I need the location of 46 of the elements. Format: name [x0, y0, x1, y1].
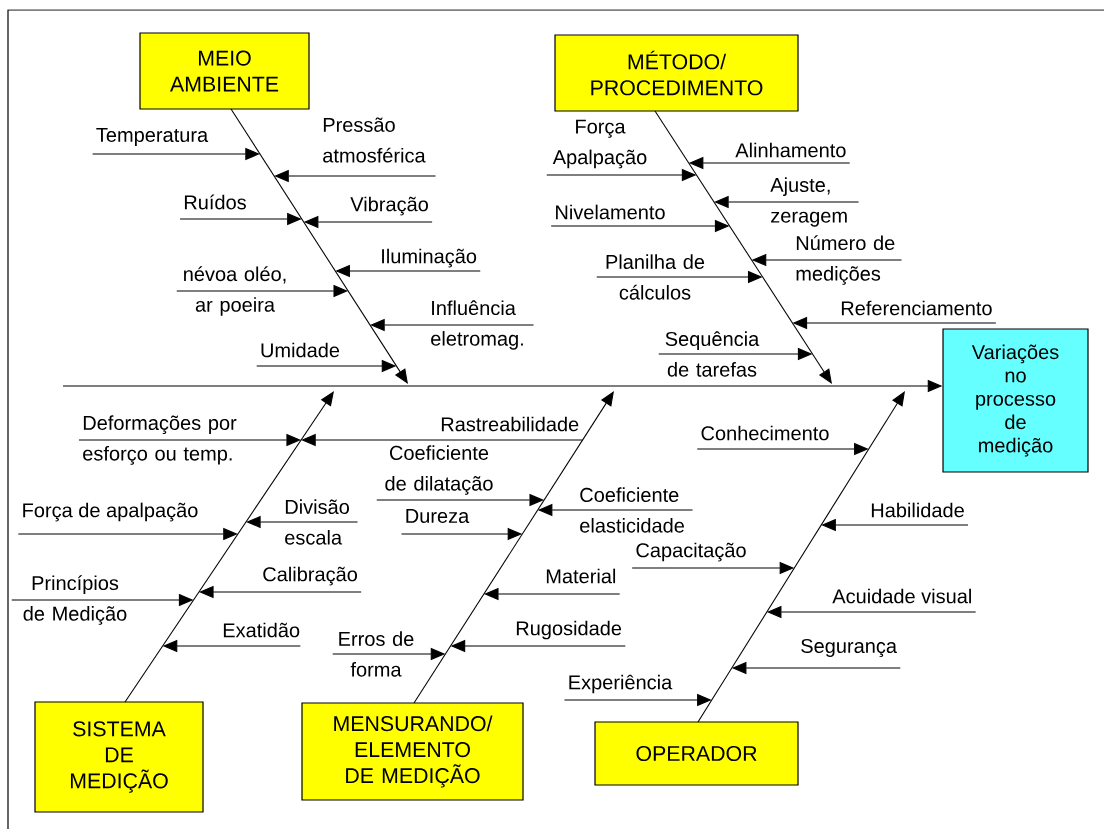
cause-label: Força de apalpação — [23, 502, 198, 522]
cause-label: Número de medições — [796, 235, 895, 285]
cause-label: Sequência de tarefas — [665, 331, 760, 377]
cause-label: Divisão escala — [285, 499, 349, 545]
cause-label: Temperatura — [96, 128, 209, 146]
cause-label: Conhecimento — [701, 425, 829, 441]
category-box: MENSURANDO/ ELEMENTO DE MEDIÇÃO — [301, 702, 524, 801]
cause-label: Iluminação — [382, 248, 477, 268]
cause-label: Calibração — [263, 566, 357, 586]
cause-label: Umidade — [261, 342, 340, 358]
category-arrow — [124, 391, 334, 703]
cause-label: Força Apalpação — [552, 119, 647, 169]
cause-label: Exatidão — [223, 622, 300, 638]
cause-label: névoa oléo, ar poeira — [184, 266, 286, 316]
cause-label: Coeficiente de dilatação — [385, 445, 493, 495]
cause-label: Rugosidade — [516, 620, 622, 640]
cause-label: Influência eletromag. — [431, 300, 523, 350]
cause-label: Vibração — [350, 196, 428, 216]
cause-label: Ajuste, zeragem — [770, 177, 847, 227]
cause-label: Habilidade — [871, 502, 964, 518]
cause-label: Dureza — [406, 509, 470, 523]
effect-box: Variações no processo de medição — [942, 328, 1089, 473]
cause-label: Erros de forma — [339, 631, 414, 677]
cause-label: Rastreabilidade — [441, 416, 579, 432]
cause-label: Alinhamento — [735, 142, 846, 158]
cause-label: Deformações por esforço ou temp. — [83, 415, 237, 465]
cause-label: Coeficiente elasticidade — [580, 487, 684, 533]
category-box: MEIO AMBIENTE — [139, 32, 310, 110]
cause-label: Material — [546, 568, 616, 584]
category-arrow — [654, 110, 832, 384]
cause-label: Nivelamento — [556, 204, 665, 220]
cause-label: Princípios de Medição — [23, 575, 127, 625]
cause-label: Planilha de cálculos — [606, 254, 705, 300]
cause-label: Ruídos — [184, 194, 246, 210]
category-arrow — [230, 108, 408, 384]
cause-label: Experiência — [569, 674, 673, 694]
cause-label: Capacitação — [636, 542, 746, 562]
category-box: OPERADOR — [594, 721, 799, 786]
category-box: MÉTODO/ PROCEDIMENTO — [554, 34, 799, 112]
cause-label: Acuidade visual — [832, 588, 971, 604]
cause-label: Referenciamento — [841, 300, 992, 316]
cause-label: Segurança — [801, 638, 897, 658]
category-arrow — [413, 391, 614, 704]
cause-label: Pressão atmosférica — [323, 117, 426, 163]
category-arrow — [697, 391, 905, 723]
category-box: SISTEMA DE MEDIÇÃO — [34, 701, 204, 813]
